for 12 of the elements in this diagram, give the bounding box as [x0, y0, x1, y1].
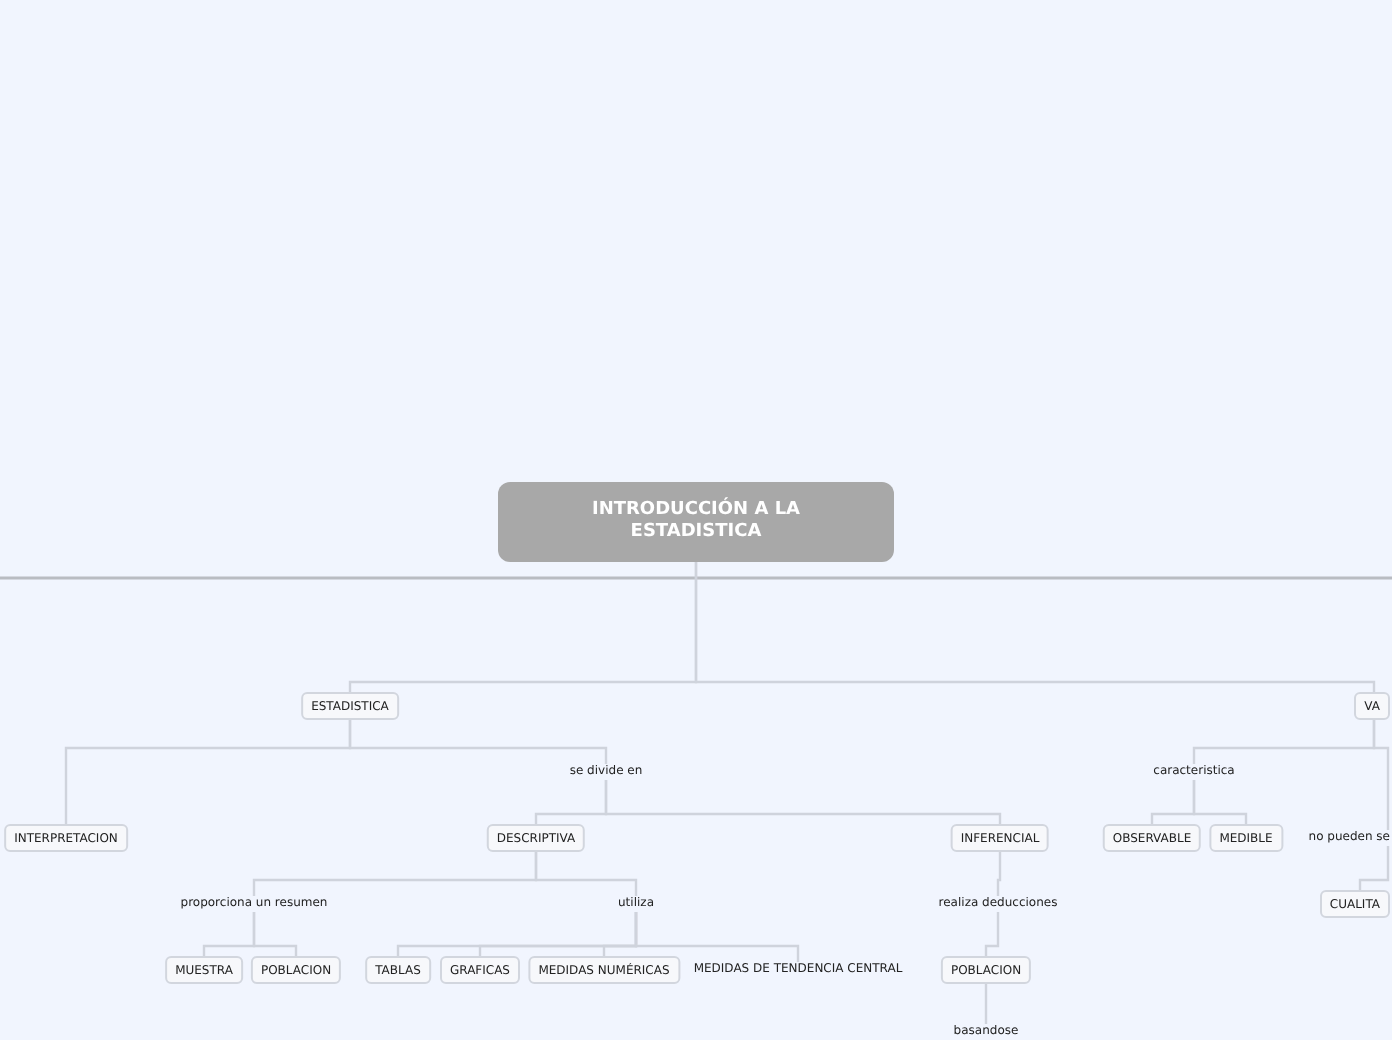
- title-box: INTRODUCCIÓN A LA ESTADISTICA: [498, 482, 894, 562]
- connector-line: [348, 720, 608, 764]
- connector-line: [1358, 846, 1390, 890]
- connector-line: [996, 852, 1002, 896]
- connector-line: [984, 912, 1000, 956]
- connector-line: [1192, 780, 1248, 824]
- connector-line: [252, 912, 298, 956]
- connector-line: [604, 780, 1002, 824]
- connector-line: [984, 984, 988, 1024]
- connector-line: [1372, 720, 1390, 830]
- connector-line: [694, 562, 1376, 692]
- connector-line: [534, 852, 638, 896]
